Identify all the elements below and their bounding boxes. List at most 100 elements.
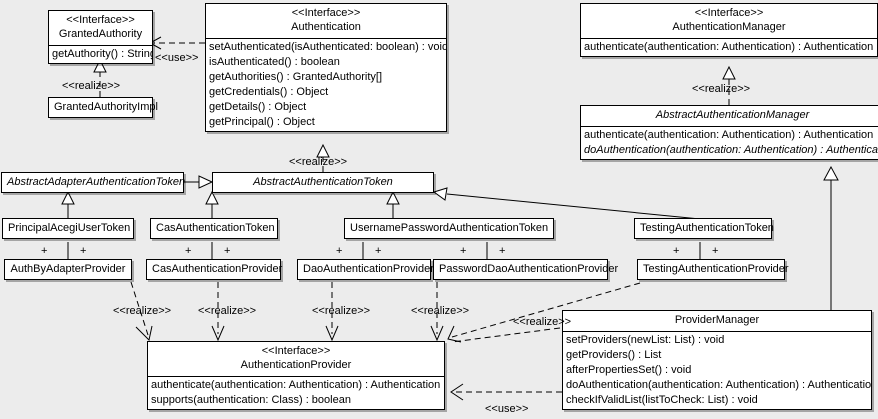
section-divider: [563, 331, 871, 332]
class-box-granted-authority-impl[interactable]: GrantedAuthorityImpl: [48, 97, 158, 118]
member-list: getAuthority() : String: [49, 46, 152, 63]
class-header: CasAuthenticationProvider: [147, 260, 283, 279]
multiplicity-marker: +: [499, 245, 506, 257]
member-item: getAuthorities() : GrantedAuthority[]: [209, 71, 383, 83]
relationship-label-realize-auth-by-adapter-provider: <<realize>>: [113, 305, 172, 317]
class-header: TestingAuthenticationProvider: [638, 260, 789, 279]
class-header: AbstractAuthenticationManager: [581, 106, 878, 126]
class-name: DaoAuthenticationProvider: [303, 263, 434, 275]
class-name: CasAuthenticationToken: [156, 222, 275, 234]
class-box-authentication-provider[interactable]: <<Interface>> AuthenticationProvider aut…: [147, 341, 445, 410]
section-divider: [206, 38, 446, 39]
class-box-cas-authentication-token[interactable]: CasAuthenticationToken: [150, 218, 278, 239]
member-list: authenticate(authentication: Authenticat…: [148, 377, 444, 409]
class-box-granted-authority[interactable]: <<Interface>> GrantedAuthority getAuthor…: [48, 10, 153, 64]
relationship-label-use-provider-manager: <<use>>: [485, 403, 529, 415]
class-header: GrantedAuthorityImpl: [49, 98, 158, 117]
multiplicity-marker: +: [673, 245, 680, 257]
multiplicity-marker: +: [224, 245, 231, 257]
class-box-dao-authentication-provider[interactable]: DaoAuthenticationProvider: [297, 259, 434, 280]
relationship-label-use-granted-authority: <<use>>: [155, 52, 199, 64]
class-name: UsernamePasswordAuthenticationToken: [350, 222, 549, 234]
class-box-testing-authentication-token[interactable]: TestingAuthenticationToken: [634, 218, 774, 239]
class-box-password-dao-authentication-provider[interactable]: PasswordDaoAuthenticationProvider: [433, 259, 619, 280]
multiplicity-marker: +: [336, 245, 343, 257]
section-divider: [581, 38, 877, 39]
class-box-authentication[interactable]: <<Interface>> Authentication setAuthenti…: [205, 3, 447, 132]
class-name: AuthenticationProvider: [240, 359, 352, 371]
member-item: supports(authentication: Class) : boolea…: [151, 394, 351, 406]
multiplicity-marker: +: [712, 245, 719, 257]
stereotype-label: <<Interface>>: [261, 345, 331, 357]
class-header: UsernamePasswordAuthenticationToken: [345, 219, 553, 238]
class-header: AbstractAuthenticationToken: [213, 173, 433, 192]
class-box-authentication-manager[interactable]: <<Interface>> AuthenticationManager auth…: [580, 3, 878, 57]
class-header: ProviderManager: [563, 311, 871, 331]
relationship-label-realize-password-dao-authentication-provider: <<realize>>: [411, 305, 470, 317]
class-name: ProviderManager: [674, 314, 760, 326]
relationship-label-realize-abstract-authentication-manager: <<realize>>: [692, 83, 751, 95]
stereotype-label: <<Interface>>: [694, 7, 764, 19]
member-item: getProviders() : List: [566, 349, 662, 361]
member-item: setAuthenticated(isAuthenticated: boolea…: [209, 41, 446, 53]
class-header: <<Interface>> Authentication: [206, 4, 446, 38]
class-header: <<Interface>> AuthenticationProvider: [148, 342, 444, 376]
member-item: authenticate(authentication: Authenticat…: [151, 379, 441, 391]
relationship-label-realize-abstract-authentication-token: <<realize>>: [289, 156, 348, 168]
class-name: AuthByAdapterProvider: [10, 263, 126, 275]
class-box-abstract-authentication-token[interactable]: AbstractAuthenticationToken: [212, 172, 434, 193]
class-header: AuthByAdapterProvider: [5, 260, 131, 279]
class-name: AbstractAuthenticationManager: [655, 109, 810, 121]
stereotype-label: <<Interface>>: [66, 14, 135, 26]
class-name: GrantedAuthorityImpl: [54, 101, 158, 113]
member-item: setProviders(newList: List) : void: [566, 334, 725, 346]
member-item: checkIfValidList(listToCheck: List) : vo…: [566, 394, 758, 406]
multiplicity-marker: +: [185, 245, 192, 257]
class-box-auth-by-adapter-provider[interactable]: AuthByAdapterProvider: [4, 259, 132, 280]
member-item: authenticate(authentication: Authenticat…: [584, 129, 874, 141]
class-box-username-password-authentication-token[interactable]: UsernamePasswordAuthenticationToken: [344, 218, 554, 239]
multiplicity-marker: +: [375, 245, 382, 257]
class-box-provider-manager[interactable]: ProviderManager setProviders(newList: Li…: [562, 310, 872, 410]
class-box-abstract-adapter-authentication-token[interactable]: AbstractAdapterAuthenticationToken: [1, 172, 186, 193]
class-name: AbstractAuthenticationToken: [253, 176, 393, 188]
class-box-abstract-authentication-manager[interactable]: AbstractAuthenticationManager authentica…: [580, 105, 878, 160]
class-header: DaoAuthenticationProvider: [298, 260, 434, 279]
class-header: CasAuthenticationToken: [151, 219, 277, 238]
class-box-principal-acegi-user-token[interactable]: PrincipalAcegiUserToken: [2, 218, 134, 239]
member-list: authenticate(authentication: Authenticat…: [581, 127, 878, 159]
relationship-label-realize-dao-authentication-provider: <<realize>>: [312, 305, 371, 317]
class-header: TestingAuthenticationToken: [635, 219, 774, 238]
member-item: getDetails() : Object: [209, 101, 307, 113]
stereotype-label: <<Interface>>: [291, 7, 361, 19]
multiplicity-marker: +: [80, 245, 87, 257]
member-item: doAuthentication(authentication: Authent…: [566, 379, 871, 391]
class-header: AbstractAdapterAuthenticationToken: [2, 173, 186, 192]
multiplicity-marker: +: [460, 245, 467, 257]
member-list: setAuthenticated(isAuthenticated: boolea…: [206, 39, 446, 131]
member-item: authenticate(authentication: Authenticat…: [584, 41, 874, 53]
member-item: isAuthenticated() : boolean: [209, 56, 340, 68]
member-item: afterPropertiesSet() : void: [566, 364, 692, 376]
member-item: doAuthentication(authentication: Authent…: [584, 144, 878, 156]
class-name: Authentication: [291, 21, 361, 33]
section-divider: [581, 126, 878, 127]
class-header: PasswordDaoAuthenticationProvider: [434, 260, 619, 279]
class-header: <<Interface>> GrantedAuthority: [49, 11, 152, 45]
class-name: PasswordDaoAuthenticationProvider: [439, 263, 619, 275]
member-list: setProviders(newList: List) : void getPr…: [563, 332, 871, 409]
member-item: getPrincipal() : Object: [209, 116, 315, 128]
class-name: TestingAuthenticationToken: [640, 222, 774, 234]
multiplicity-marker: +: [41, 245, 48, 257]
class-box-testing-authentication-provider[interactable]: TestingAuthenticationProvider: [637, 259, 789, 280]
relationship-label-realize-cas-authentication-provider: <<realize>>: [198, 305, 257, 317]
member-item: getCredentials() : Object: [209, 86, 329, 98]
class-box-cas-authentication-provider[interactable]: CasAuthenticationProvider: [146, 259, 283, 280]
class-header: <<Interface>> AuthenticationManager: [581, 4, 877, 38]
class-name: CasAuthenticationProvider: [152, 263, 283, 275]
class-name: AuthenticationManager: [672, 21, 786, 33]
class-name: TestingAuthenticationProvider: [643, 263, 789, 275]
member-item: getAuthority() : String: [52, 48, 152, 60]
class-name: AbstractAdapterAuthenticationToken: [7, 176, 186, 188]
